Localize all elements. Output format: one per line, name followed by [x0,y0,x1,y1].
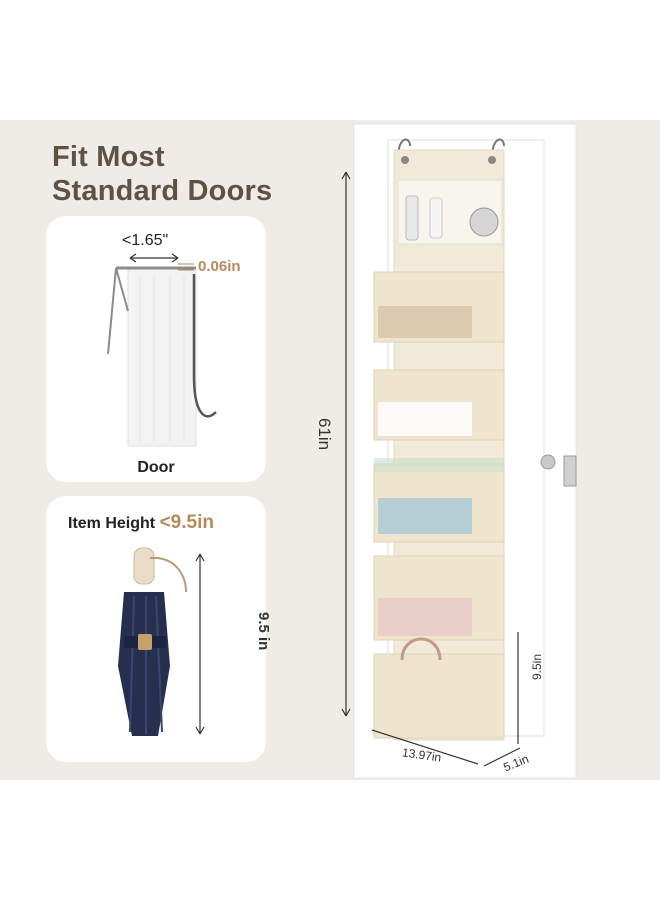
page-title: Fit Most Standard Doors [52,140,272,208]
title-line-1: Fit Most [52,141,165,173]
gap-dimension-label: <1.65" [122,232,169,249]
title-line-2: Standard Doors [52,175,273,207]
item-height-card: Item Height <9.5in 9.5 in [46,496,272,762]
umbrella-illustration [118,547,205,736]
item-height-value: <9.5in [159,512,214,533]
item-height-label: Item Height [68,515,160,532]
overall-height-label: 61in [315,418,334,451]
door-label: Door [137,459,175,476]
door-hook-illustration [107,253,217,447]
pocket-height-label: 9.5in [530,653,544,680]
door-hook-card: <1.65" 0.06in Door [46,216,266,482]
item-height-heading: Item Height <9.5in [68,512,214,534]
thickness-label: 0.06in [198,258,241,275]
